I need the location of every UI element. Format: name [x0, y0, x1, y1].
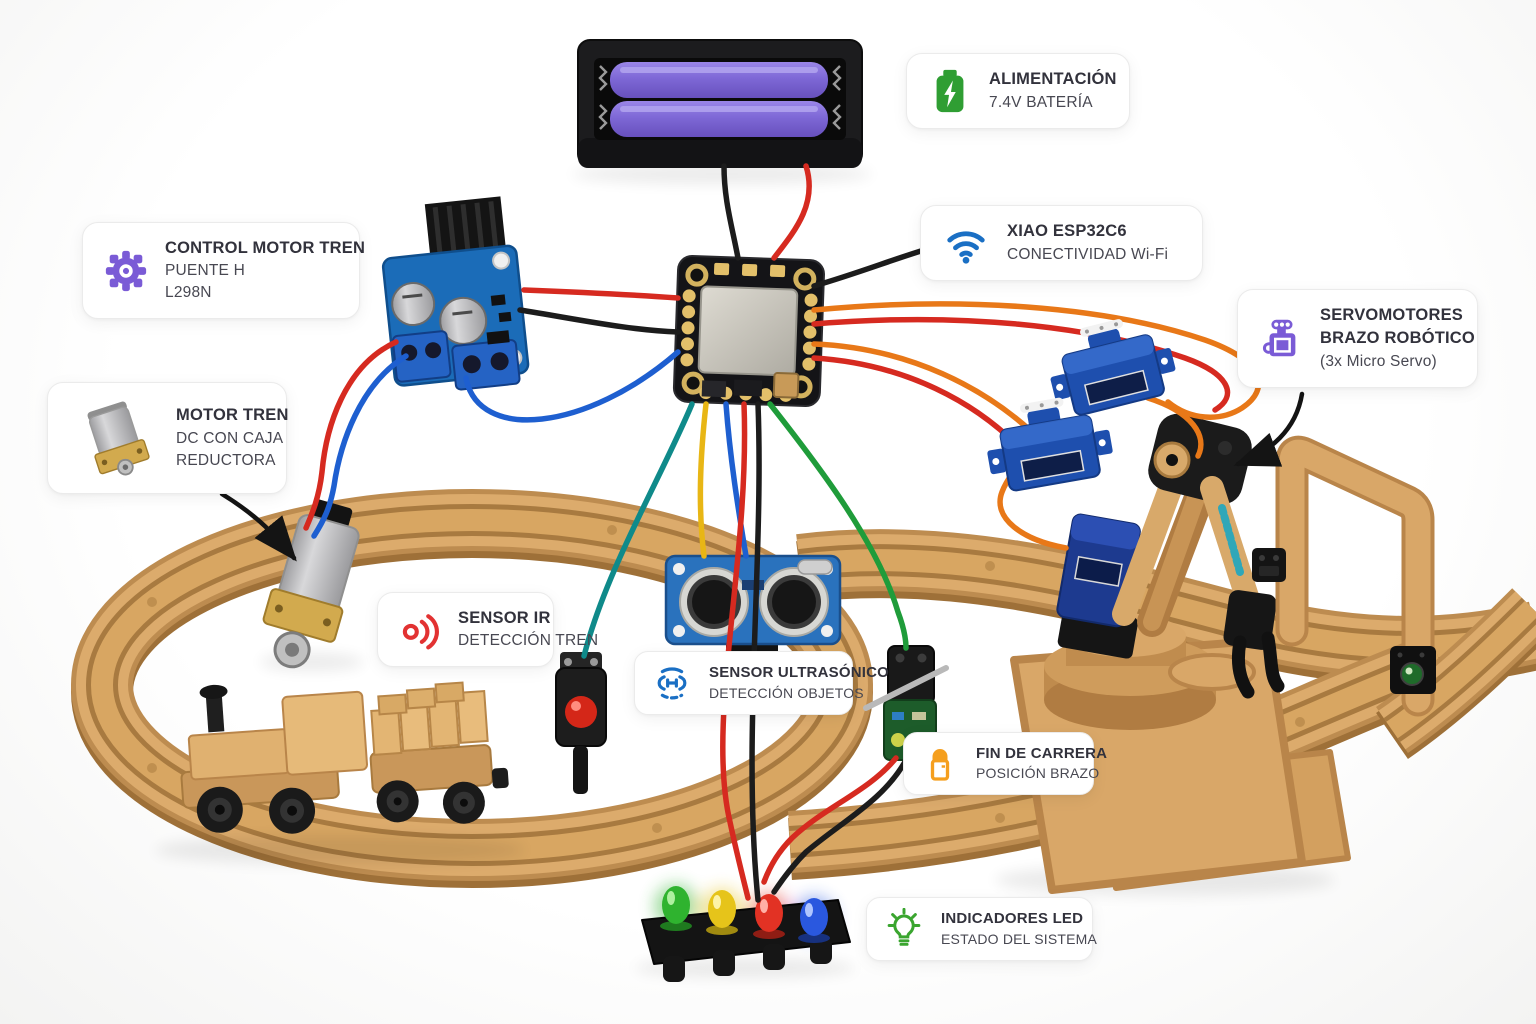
card-servos: SERVOMOTORES BRAZO ROBÓTICO (3x Micro Se… — [1237, 289, 1478, 388]
card-title: SERVOMOTORES — [1320, 306, 1463, 324]
gear-icon — [105, 250, 147, 291]
card-title: INDICADORES LED — [941, 910, 1084, 928]
battery-springs — [598, 65, 842, 130]
card-sub: (3x Micro Servo) — [1320, 352, 1437, 370]
arm-top-joint — [1148, 413, 1252, 505]
wire-esp-ultrasonic-yellow — [697, 401, 709, 559]
card-title: SENSOR ULTRASÓNICO — [709, 664, 889, 682]
wire-driver-motor-red — [303, 339, 399, 531]
wire-esp-driver-red — [521, 287, 681, 301]
wire-battery-red — [771, 163, 812, 261]
ir-sensor-module — [555, 652, 607, 794]
capacitor — [391, 282, 436, 327]
led-green — [660, 886, 692, 931]
card-sub: DC CON CAJA — [176, 429, 284, 447]
gate-sensor-cube-upper — [1252, 548, 1286, 582]
locomotive — [180, 684, 369, 834]
card-sub: 7.4V BATERÍA — [989, 93, 1093, 111]
robotic-arm — [1056, 413, 1285, 699]
arrow-to-arm — [1233, 391, 1305, 467]
card-title: FIN DE CARRERA — [976, 745, 1108, 762]
wifi-icon — [947, 231, 985, 264]
gate-sensor-cube-lower — [1390, 646, 1436, 694]
card-sub: CONECTIVIDAD Wi-Fi — [1007, 245, 1169, 263]
wire-esp-led-black — [749, 401, 762, 903]
motor-driver-board — [381, 196, 530, 391]
card-led: INDICADORES LED ESTADO DEL SISTEMA — [866, 897, 1097, 961]
wire-esp-driver-black — [517, 307, 681, 335]
wire-servo-orange-long — [811, 301, 1262, 420]
battery-pack — [577, 39, 863, 168]
card-title: MOTOR TREN — [176, 406, 289, 425]
esp32-board — [672, 255, 825, 408]
card-title: CONTROL MOTOR TREN — [165, 239, 366, 257]
ultrasonic-icon — [657, 667, 687, 700]
wire-esp-limit-green — [767, 401, 909, 651]
card-ir: SENSOR IR DETECCIÓN TREN — [377, 592, 598, 668]
led-yellow — [706, 890, 738, 935]
led-board — [641, 884, 851, 982]
wire-servo-red-2 — [811, 355, 1021, 449]
limit-switch-icon — [930, 748, 950, 781]
servo-icon — [1262, 320, 1296, 357]
card-sub2: L298N — [165, 284, 212, 302]
card-hbridge: CONTROL MOTOR TREN PUENTE H L298N — [82, 222, 365, 320]
arrow-to-motor — [219, 491, 297, 562]
wire-limit-red — [761, 755, 899, 885]
wire-esp-wifi-black — [811, 244, 937, 289]
wiring — [303, 163, 1262, 903]
wire-driver-motor-blue — [311, 353, 409, 539]
wire-servo-arm-orange — [1145, 395, 1204, 459]
ir-waves-icon — [402, 613, 439, 650]
arm-hydraulic-detail — [1218, 504, 1244, 576]
card-wifi: XIAO ESP32C6 CONECTIVIDAD Wi-Fi — [920, 205, 1203, 281]
ultrasonic-transducer — [759, 567, 829, 637]
card-ultrasonic: SENSOR ULTRASÓNICO DETECCIÓN OBJETOS — [634, 651, 889, 715]
led-blue — [798, 898, 830, 943]
screw-terminals — [391, 330, 521, 391]
micro-servo-1 — [1050, 319, 1176, 416]
card-title: ALIMENTACIÓN — [989, 70, 1117, 89]
wire-esp-led-red — [720, 401, 751, 901]
switch-lever — [863, 665, 949, 711]
wire-esp-ir-teal — [581, 401, 695, 659]
card-sub: DETECCIÓN TREN — [458, 632, 599, 650]
wire-servo-orange-2 — [811, 341, 1035, 435]
micro-servo-2 — [987, 397, 1113, 492]
wire-esp-ultrasonic-blue — [723, 401, 749, 559]
card-sub2: REDUCTORA — [176, 451, 276, 469]
card-limit: FIN DE CARRERA POSICIÓN BRAZO — [903, 732, 1107, 796]
card-title: XIAO ESP32C6 — [1007, 222, 1127, 241]
chimney — [205, 691, 225, 733]
cargo-wagon — [369, 681, 509, 824]
toy-train — [180, 681, 509, 834]
wire-limit-black — [771, 757, 909, 895]
card-motor: MOTOR TREN DC CON CAJA REDUCTORA — [47, 382, 289, 494]
card-sub: ESTADO DEL SISTEMA — [941, 930, 1098, 947]
wooden-gate — [1252, 435, 1436, 717]
card-title2: BRAZO ROBÓTICO — [1320, 329, 1475, 348]
card-title: SENSOR IR — [458, 609, 551, 627]
card-sub: POSICIÓN BRAZO — [976, 765, 1100, 782]
card-power: ALIMENTACIÓN 7.4V BATERÍA — [906, 53, 1130, 129]
card-sub: PUENTE H — [165, 262, 245, 280]
rf-shield — [697, 285, 799, 377]
arm-gripper — [1223, 590, 1285, 699]
battery-charging-icon — [936, 69, 964, 113]
track-siding — [1375, 588, 1536, 760]
wire-battery-black — [721, 163, 741, 261]
dc-motor-photo — [87, 401, 150, 476]
ir-led — [565, 696, 597, 728]
card-sub: DETECCIÓN OBJETOS — [709, 684, 864, 701]
led-red — [753, 894, 785, 939]
bulb-icon — [887, 908, 921, 946]
wire-driver-esp-blue — [463, 349, 681, 423]
